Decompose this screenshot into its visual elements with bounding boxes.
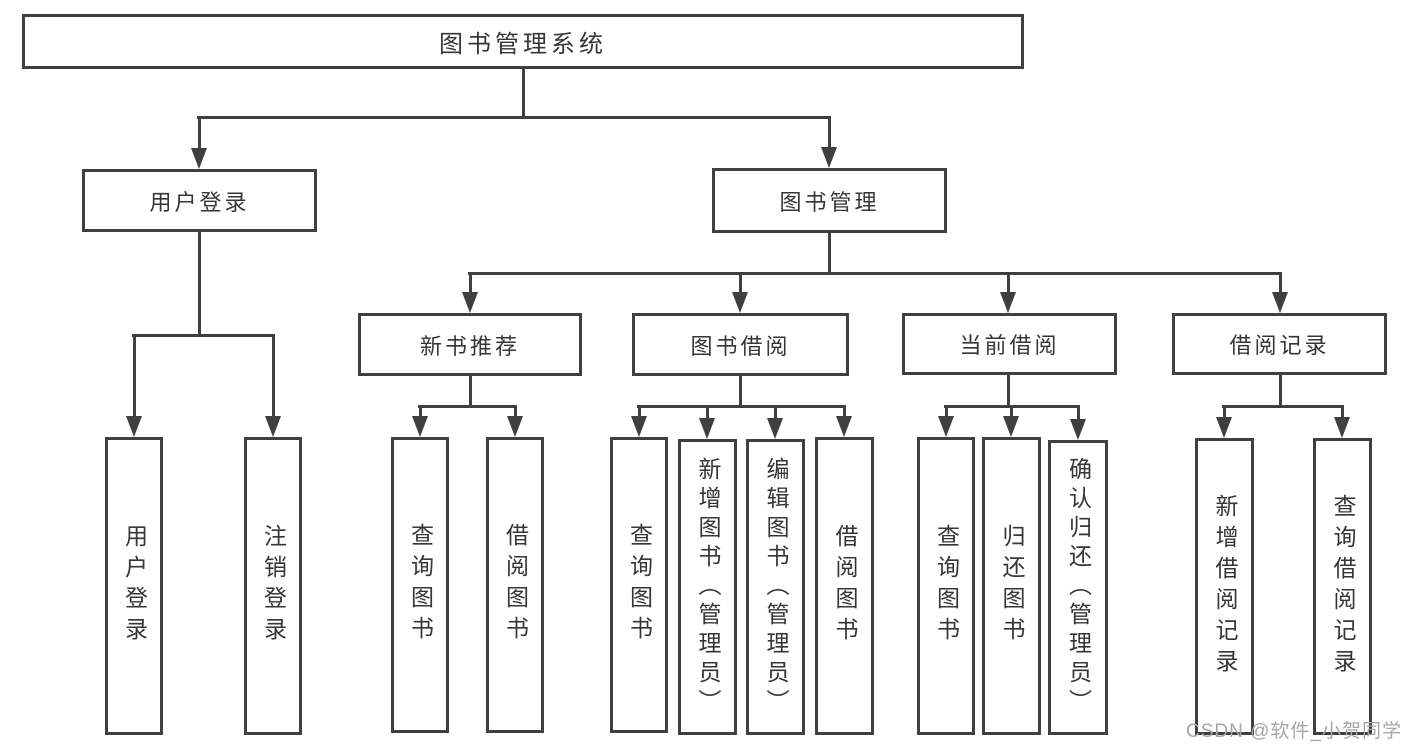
connector-hline: [132, 334, 275, 337]
connector-vline: [1279, 272, 1282, 296]
csdn-watermark: CSDN @软件_小贺同学: [1186, 721, 1402, 742]
connector-vline: [1279, 375, 1282, 408]
connector-vline: [828, 232, 831, 275]
connector-hline: [944, 405, 1080, 408]
node-user-login-branch: 用户登录: [82, 169, 317, 232]
node-bb-add-books-admin: 新增图书（管理员）: [678, 439, 737, 735]
connector-vline: [945, 406, 948, 420]
connector-vline: [272, 335, 275, 420]
connector-vline: [198, 116, 201, 152]
node-nb-query-books: 查询图书: [391, 437, 449, 733]
connector-vline: [638, 406, 641, 420]
connector-hline: [1222, 405, 1344, 408]
node-book-borrowing: 图书借阅: [632, 313, 849, 376]
node-cb-confirm-return-admin: 确认归还（管理员）: [1048, 440, 1108, 735]
arrow-down-icon: [507, 416, 523, 437]
connector-vline: [522, 69, 525, 119]
arrow-down-icon: [732, 292, 748, 313]
connector-vline: [133, 335, 136, 420]
arrow-down-icon: [1003, 416, 1019, 437]
node-borrowing-records: 借阅记录: [1172, 313, 1387, 375]
connector-vline: [1007, 272, 1010, 296]
node-bb-query-books: 查询图书: [610, 437, 668, 733]
arrow-down-icon: [821, 147, 837, 168]
connector-hline: [637, 405, 846, 408]
node-cb-return-books: 归还图书: [982, 437, 1041, 735]
node-nb-borrow-books: 借阅图书: [486, 437, 544, 733]
node-current-borrowing: 当前借阅: [902, 313, 1117, 375]
connector-hline: [468, 272, 1282, 275]
connector-vline: [1007, 375, 1010, 408]
connector-vline: [1010, 406, 1013, 420]
connector-vline: [1223, 406, 1226, 421]
connector-vline: [774, 406, 777, 421]
arrow-down-icon: [631, 416, 647, 437]
node-new-book-recommend: 新书推荐: [358, 313, 582, 376]
arrow-down-icon: [191, 148, 207, 169]
node-br-add-record: 新增借阅记录: [1195, 438, 1254, 735]
connector-vline: [739, 272, 742, 296]
connector-vline: [843, 406, 846, 420]
arrow-down-icon: [412, 416, 428, 437]
arrow-down-icon: [1000, 292, 1016, 313]
connector-vline: [1077, 406, 1080, 422]
connector-vline: [198, 231, 201, 337]
connector-vline: [419, 406, 422, 420]
arrow-down-icon: [1272, 292, 1288, 313]
node-user-login-leaf: 用户登录: [105, 437, 163, 735]
connector-vline: [469, 375, 472, 408]
connector-hline: [418, 405, 517, 408]
arrow-down-icon: [265, 416, 281, 437]
connector-vline: [1341, 406, 1344, 421]
connector-vline: [706, 406, 709, 421]
connector-vline: [514, 406, 517, 420]
arrow-down-icon: [462, 292, 478, 313]
arrow-down-icon: [836, 416, 852, 437]
arrow-down-icon: [126, 416, 142, 437]
arrow-down-icon: [938, 416, 954, 437]
connector-vline: [828, 116, 831, 152]
node-br-query-record: 查询借阅记录: [1313, 438, 1372, 735]
arrow-down-icon: [1216, 417, 1232, 438]
node-library-management-system: 图书管理系统: [22, 14, 1024, 69]
arrow-down-icon: [699, 418, 715, 439]
connector-vline: [469, 272, 472, 296]
connector-vline: [739, 375, 742, 408]
node-book-management-branch: 图书管理: [712, 168, 947, 233]
arrow-down-icon: [1070, 419, 1086, 440]
node-cb-query-books: 查询图书: [917, 437, 975, 735]
node-bb-borrow-books: 借阅图书: [815, 437, 874, 735]
node-bb-edit-books-admin: 编辑图书（管理员）: [746, 439, 805, 735]
arrow-down-icon: [1334, 417, 1350, 438]
arrow-down-icon: [767, 418, 783, 439]
connector-hline: [197, 116, 831, 119]
node-logout-leaf: 注销登录: [244, 437, 302, 735]
